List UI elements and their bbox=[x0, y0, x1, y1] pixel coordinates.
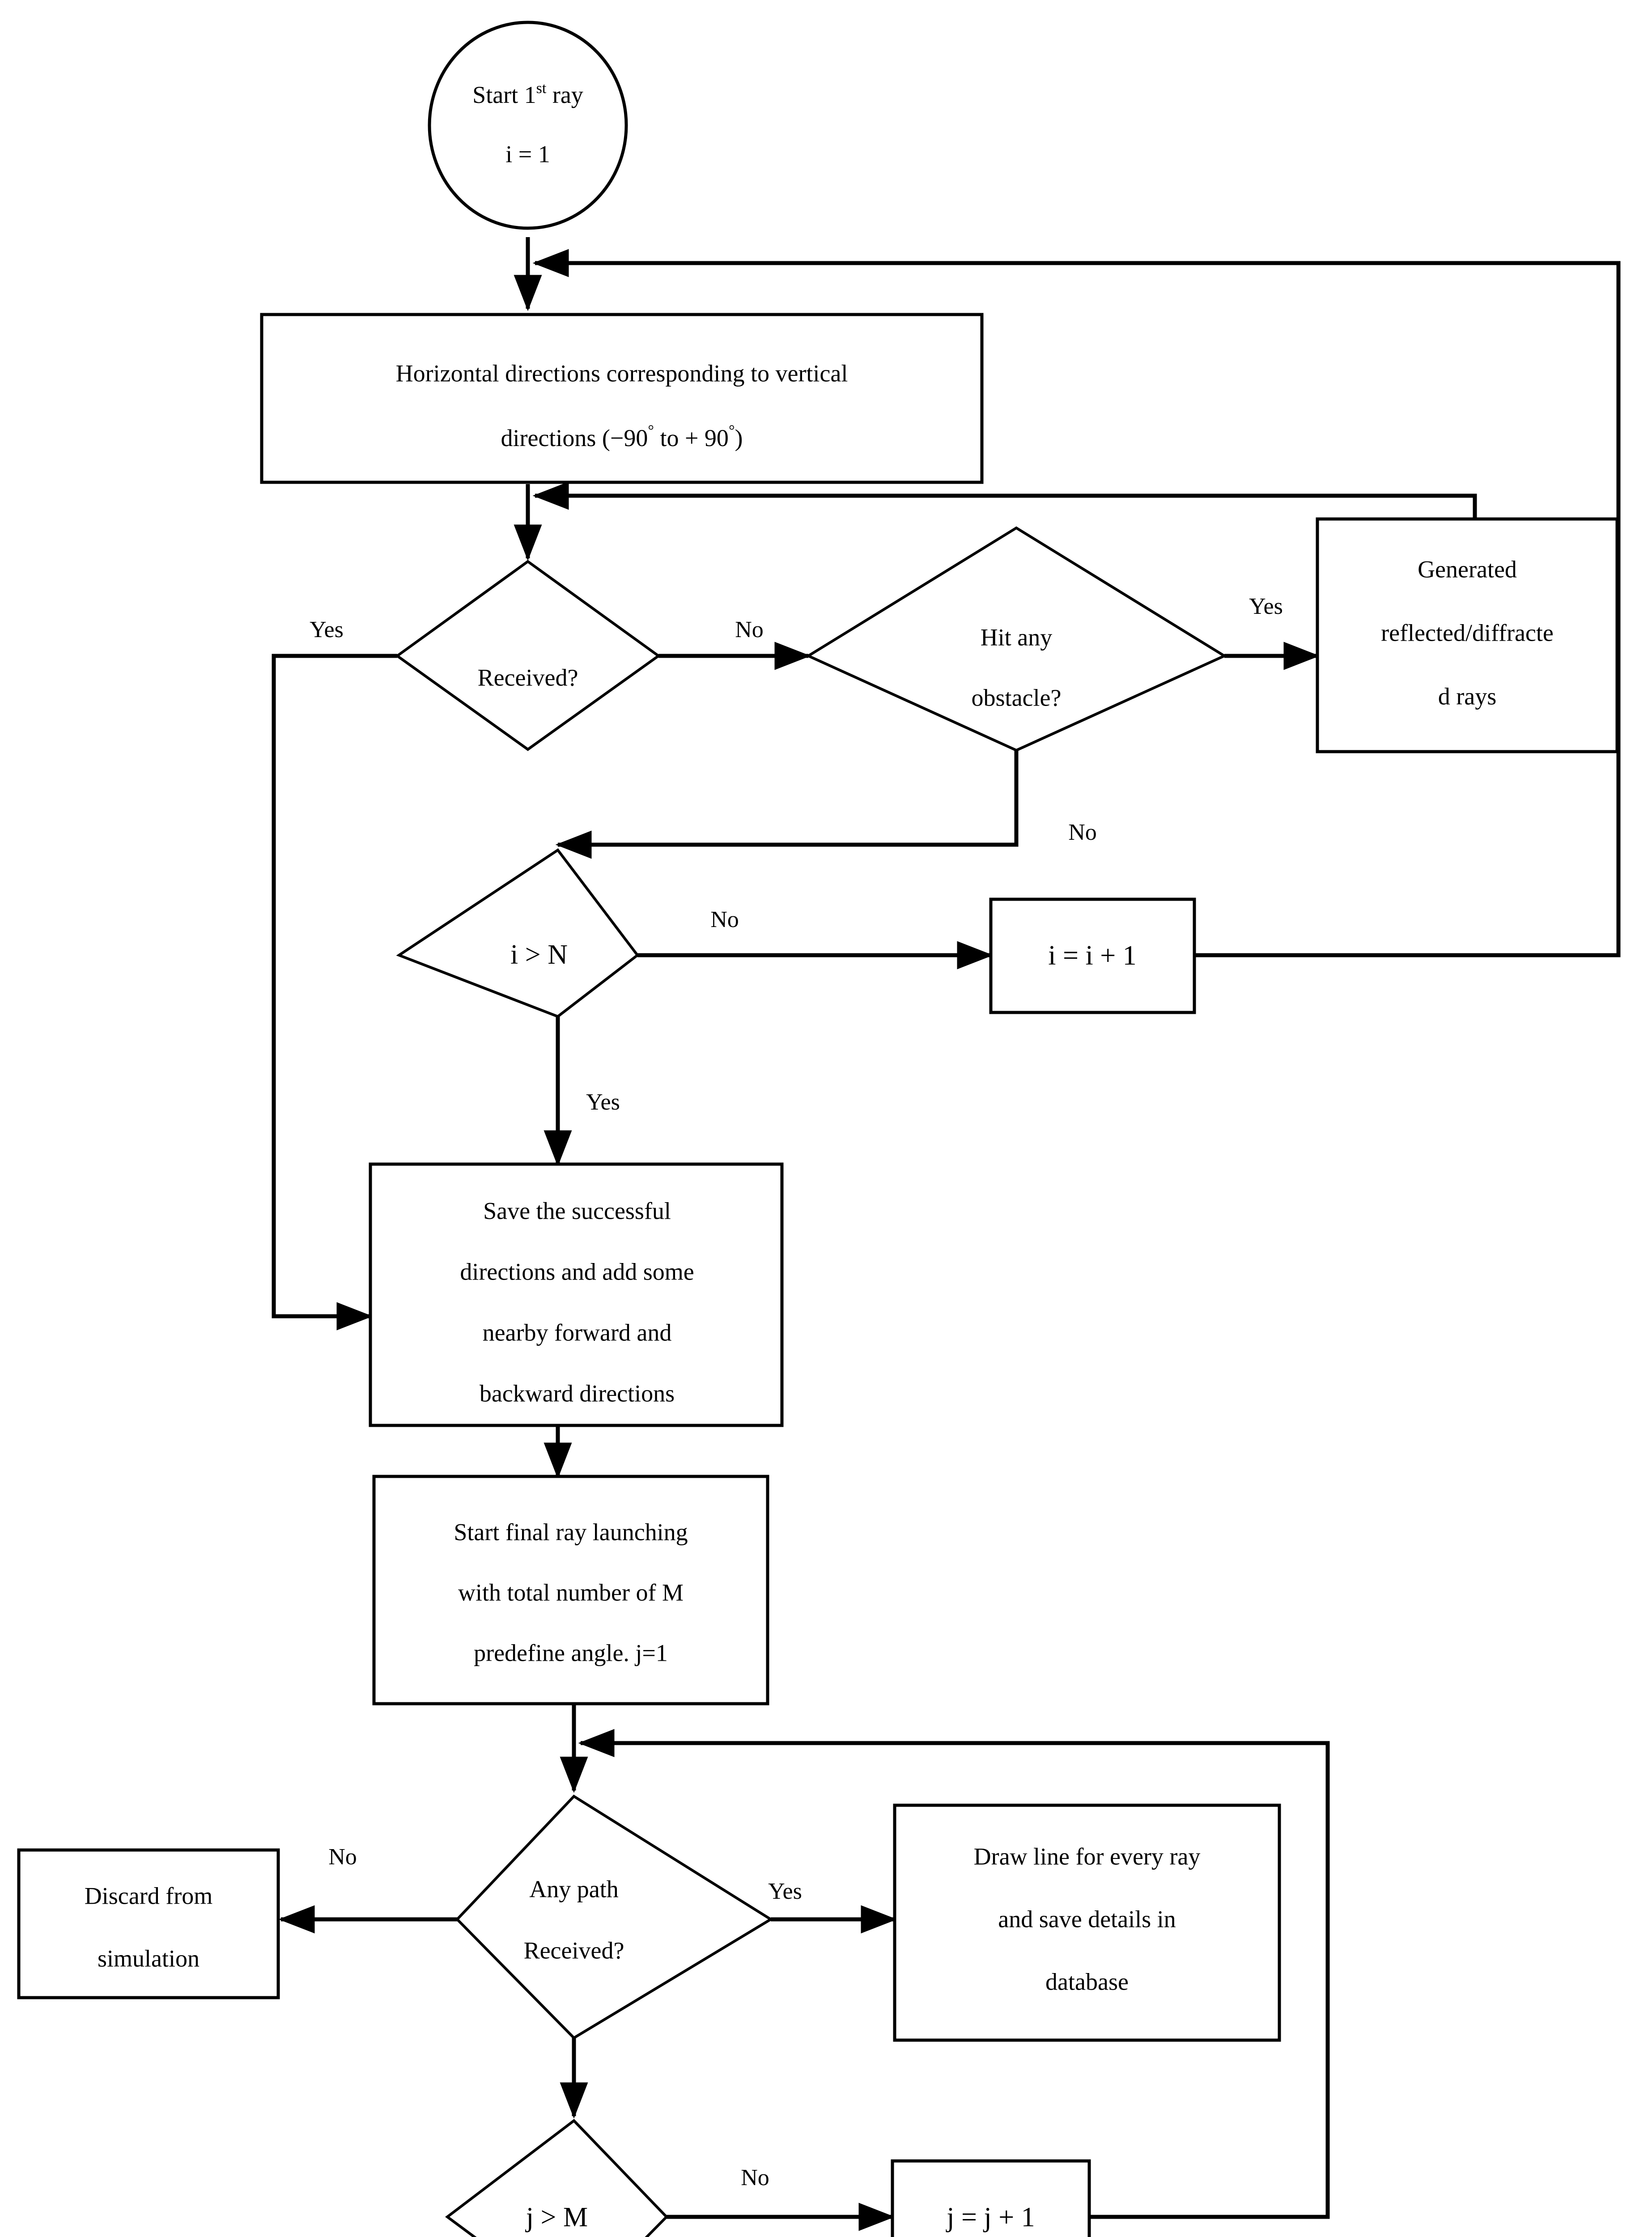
edge-label-i-gt-n-yes: Yes bbox=[586, 1089, 620, 1115]
node-save-directions-line1: Save the successful bbox=[483, 1197, 671, 1224]
node-draw-line-save[interactable]: Draw line for every ray and save details… bbox=[893, 1803, 1281, 2042]
node-any-path-decision[interactable]: Any path Received? bbox=[455, 1795, 773, 2040]
node-received-decision[interactable]: Received? bbox=[395, 560, 661, 751]
node-j-increment[interactable]: j = j + 1 bbox=[891, 2159, 1091, 2237]
edge-label-any-path-yes: Yes bbox=[768, 1879, 802, 1904]
edge-j-increment-loop-back bbox=[578, 1729, 1330, 2219]
edge-label-received-yes: Yes bbox=[310, 617, 344, 642]
node-j-greater-m-label: j > M bbox=[525, 2202, 588, 2233]
edge-generated-rays-loop-back bbox=[532, 481, 1477, 519]
node-hit-obstacle-decision[interactable]: Hit any obstacle? bbox=[805, 526, 1227, 752]
node-generated-rays[interactable]: Generated reflected/diffracte d rays bbox=[1316, 517, 1619, 753]
node-start-line1: Start 1st ray bbox=[472, 80, 583, 109]
edge-hit-obstacle-no-to-i-gt-n bbox=[555, 750, 1019, 859]
node-draw-line-line3: database bbox=[1045, 1968, 1129, 1995]
edge-received-yes-to-save bbox=[272, 654, 397, 1331]
node-i-increment-label: i = i + 1 bbox=[1048, 940, 1136, 971]
node-save-directions-line4: backward directions bbox=[480, 1380, 675, 1407]
node-start-final-launch[interactable]: Start final ray launching with total num… bbox=[372, 1475, 769, 1705]
node-any-path-line1: Any path bbox=[529, 1876, 618, 1902]
node-j-increment-label: j = j + 1 bbox=[946, 2202, 1035, 2233]
node-hit-obstacle-line2: obstacle? bbox=[972, 684, 1062, 711]
node-horizontal-directions-line2: directions (−90° to + 90°) bbox=[501, 422, 743, 452]
node-generated-rays-line1: Generated bbox=[1418, 556, 1517, 583]
node-start-final-launch-line3: predefine angle. j=1 bbox=[474, 1639, 668, 1666]
node-horizontal-directions[interactable]: Horizontal directions corresponding to v… bbox=[260, 313, 984, 484]
edge-label-hit-obstacle-no: No bbox=[1068, 820, 1097, 845]
node-i-increment[interactable]: i = i + 1 bbox=[989, 897, 1196, 1014]
edge-label-i-gt-n-no: No bbox=[710, 907, 739, 932]
node-save-directions-line3: nearby forward and bbox=[483, 1319, 672, 1346]
node-start[interactable]: Start 1st ray i = 1 bbox=[428, 21, 628, 230]
node-draw-line-line2: and save details in bbox=[998, 1905, 1176, 1932]
edge-label-hit-obstacle-yes: Yes bbox=[1249, 594, 1283, 619]
node-any-path-line2: Received? bbox=[524, 1937, 624, 1964]
node-start-final-launch-line1: Start final ray launching bbox=[454, 1518, 688, 1545]
node-received-decision-label: Received? bbox=[478, 664, 578, 691]
edge-label-received-no: No bbox=[735, 617, 764, 642]
node-draw-line-line1: Draw line for every ray bbox=[974, 1843, 1201, 1870]
node-start-final-launch-line2: with total number of M bbox=[458, 1579, 684, 1606]
node-i-greater-n-label: i > N bbox=[510, 940, 568, 970]
node-discard-line2: simulation bbox=[98, 1945, 200, 1972]
node-i-greater-n-decision[interactable]: i > N bbox=[396, 848, 640, 1018]
node-j-greater-m-decision[interactable]: j > M bbox=[445, 2118, 669, 2237]
node-start-line2: i = 1 bbox=[505, 140, 550, 167]
node-discard-simulation[interactable]: Discard from simulation bbox=[17, 1848, 280, 1999]
node-generated-rays-line3: d rays bbox=[1438, 683, 1496, 710]
node-save-directions-line2: directions and add some bbox=[460, 1258, 694, 1285]
edge-label-j-gt-m-no: No bbox=[741, 2165, 769, 2190]
node-discard-line1: Discard from bbox=[85, 1882, 212, 1909]
node-horizontal-directions-line1: Horizontal directions corresponding to v… bbox=[396, 360, 848, 387]
node-save-directions[interactable]: Save the successful directions and add s… bbox=[369, 1162, 784, 1427]
edge-label-any-path-no: No bbox=[328, 1844, 357, 1870]
node-hit-obstacle-line1: Hit any bbox=[981, 624, 1052, 651]
node-generated-rays-line2: reflected/diffracte bbox=[1381, 619, 1554, 646]
